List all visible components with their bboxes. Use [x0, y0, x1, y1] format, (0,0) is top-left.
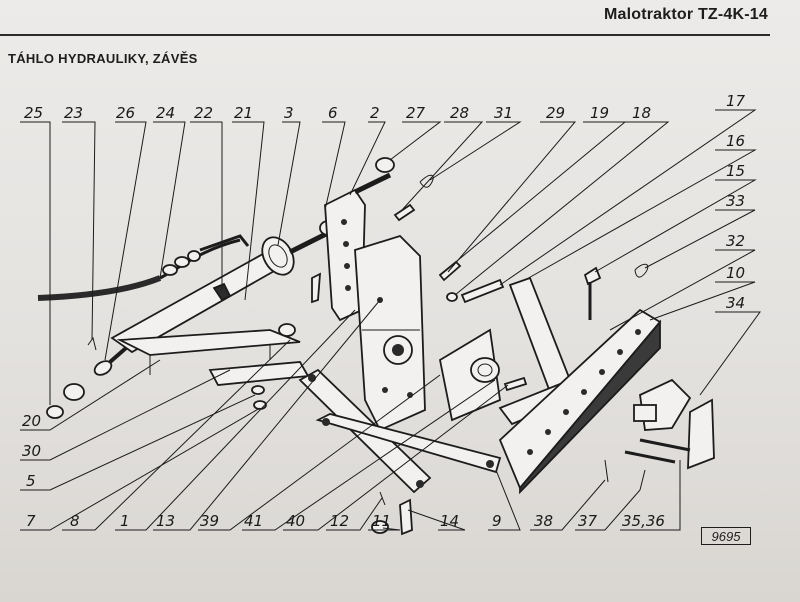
- callout-39: 39: [200, 512, 219, 530]
- figure-code-box: 9695: [701, 527, 751, 545]
- callout-23: 23: [64, 104, 83, 122]
- callout-1: 1: [120, 512, 130, 530]
- section-title: TÁHLO HYDRAULIKY, ZÁVĚS: [8, 51, 198, 66]
- callout-14: 14: [440, 512, 459, 530]
- header-rule: [0, 34, 770, 36]
- book-title: Malotraktor TZ-4K-14: [603, 6, 768, 23]
- callout-8: 8: [70, 512, 80, 530]
- callouts-right: 17 16 15 33 32 10 34: [726, 92, 746, 312]
- callouts-left-bottom: 20 30 5 7 8 1 13 39 41 40 12 11 14 9 38 …: [22, 412, 665, 530]
- link-arm-long: [298, 368, 502, 494]
- hitch-pin-assembly: [624, 378, 715, 470]
- callout-31: 31: [494, 104, 513, 122]
- callouts-top-left: 25 23 26 24 22 21 3 6 2 27 28 31 29 19 1…: [24, 104, 651, 122]
- callout-25: 25: [24, 104, 43, 122]
- callout-5: 5: [26, 472, 36, 490]
- callout-32: 32: [726, 232, 745, 250]
- hydraulic-hose: [37, 234, 250, 301]
- callout-30: 30: [22, 442, 41, 460]
- callout-24: 24: [156, 104, 175, 122]
- callout-6: 6: [328, 104, 338, 122]
- callout-26: 26: [116, 104, 135, 122]
- callout-15: 15: [726, 162, 745, 180]
- callout-19: 19: [590, 104, 609, 122]
- callout-33: 33: [726, 192, 745, 210]
- callout-22: 22: [194, 104, 213, 122]
- lower-frame-bars: [116, 329, 310, 386]
- callout-16: 16: [726, 132, 745, 150]
- callout-17: 17: [726, 92, 746, 110]
- lift-arm-plate: [324, 172, 392, 322]
- callout-18: 18: [632, 104, 651, 122]
- callout-34: 34: [726, 294, 745, 312]
- callout-40: 40: [286, 512, 305, 530]
- callout-20: 20: [22, 412, 41, 430]
- callout-3: 3: [284, 104, 294, 122]
- callout-21: 21: [234, 104, 253, 122]
- callout-13: 13: [156, 512, 175, 530]
- callout-7: 7: [26, 512, 36, 530]
- hitch-rail: [498, 308, 662, 495]
- callout-9: 9: [492, 512, 502, 530]
- callout-27: 27: [406, 104, 426, 122]
- callout-10: 10: [726, 264, 745, 282]
- callout-35-36: 35,36: [622, 512, 665, 530]
- hydraulic-cylinder: [93, 236, 295, 376]
- leader-lines: [20, 109, 761, 531]
- support-plate: [438, 328, 501, 422]
- callout-2: 2: [370, 104, 380, 122]
- main-bracket: [354, 234, 426, 432]
- callout-29: 29: [546, 104, 565, 122]
- callout-12: 12: [330, 512, 349, 530]
- callout-37: 37: [578, 512, 598, 530]
- callout-11: 11: [372, 512, 391, 530]
- callout-28: 28: [450, 104, 469, 122]
- callout-38: 38: [534, 512, 553, 530]
- pins-and-bolts: [46, 157, 649, 536]
- callout-41: 41: [244, 512, 263, 530]
